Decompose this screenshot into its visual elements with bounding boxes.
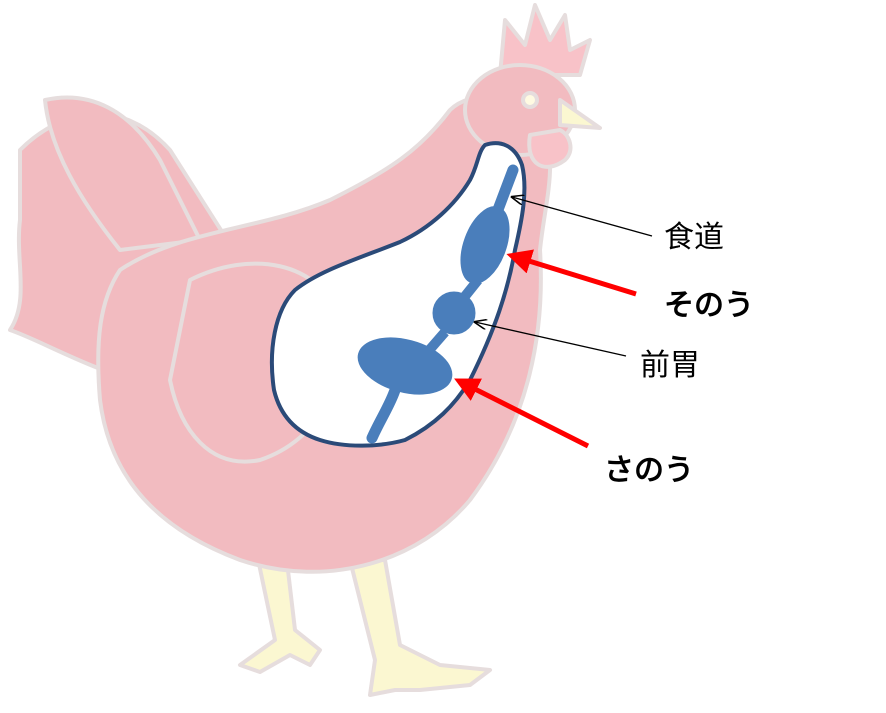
head	[463, 63, 577, 157]
beak	[558, 98, 602, 130]
leg-left	[238, 543, 322, 674]
digestive-region-outline	[269, 141, 527, 448]
intestine	[366, 384, 401, 444]
gizzard-pointer	[454, 378, 590, 449]
label-proventriculus: 前胃	[640, 348, 700, 383]
proventriculus	[432, 291, 476, 335]
label-crop: そのう	[664, 288, 754, 323]
label-gizzard: さのう	[604, 453, 694, 488]
wattle	[527, 128, 573, 169]
tail-feathers	[8, 112, 252, 387]
label-esophagus: 食道	[664, 220, 724, 255]
crop-pointer	[506, 249, 637, 297]
esophagus-pointer	[512, 197, 653, 237]
comb	[498, 3, 592, 77]
eye	[521, 91, 539, 109]
leg-right	[348, 558, 492, 697]
digestive-organs	[357, 164, 519, 444]
proventriculus-pointer	[475, 322, 627, 357]
